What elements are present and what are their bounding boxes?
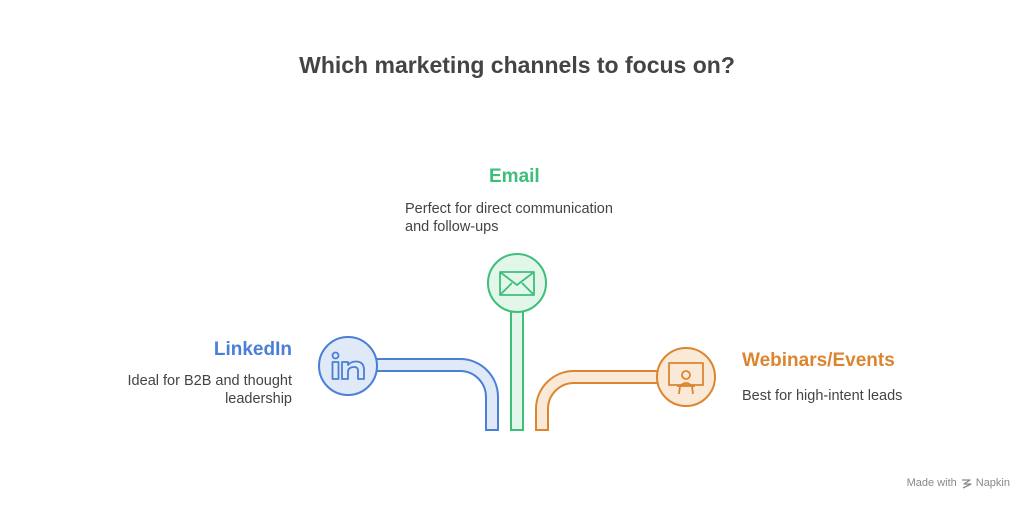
- email-heading: Email: [489, 166, 540, 187]
- email-description-line-2: and follow-ups: [405, 219, 499, 235]
- presenter-icon: [668, 362, 704, 395]
- linkedin-branch: [318, 336, 499, 431]
- linkedin-description-line-2: leadership: [225, 391, 292, 407]
- linkedin-icon: [331, 351, 365, 380]
- email-connector: [510, 310, 524, 431]
- webinars-node[interactable]: [656, 347, 716, 407]
- linkedin-heading: LinkedIn: [213, 339, 292, 360]
- webinars-heading: Webinars/Events: [742, 350, 895, 371]
- napkin-watermark[interactable]: Made with Napkin: [907, 477, 1010, 489]
- webinars-branch: [535, 347, 716, 431]
- email-branch: [487, 253, 547, 431]
- watermark-brand: Napkin: [975, 477, 1010, 489]
- webinars-connector: [535, 370, 659, 431]
- napkin-logo-icon: [961, 478, 972, 489]
- webinars-description-line-1: Best for high-intent leads: [742, 388, 903, 404]
- email-description: Perfect for direct communication and fol…: [405, 200, 613, 236]
- linkedin-description: Ideal for B2B and thought leadership: [128, 372, 292, 408]
- page-title: Which marketing channels to focus on?: [299, 52, 735, 78]
- linkedin-node[interactable]: [318, 336, 378, 396]
- email-description-line-1: Perfect for direct communication: [405, 201, 613, 217]
- linkedin-connector: [374, 358, 499, 431]
- email-node[interactable]: [487, 253, 547, 313]
- watermark-label: Made with: [906, 477, 957, 489]
- envelope-icon: [499, 271, 535, 296]
- linkedin-description-line-1: Ideal for B2B and thought: [127, 373, 292, 389]
- webinars-description: Best for high-intent leads: [742, 387, 902, 405]
